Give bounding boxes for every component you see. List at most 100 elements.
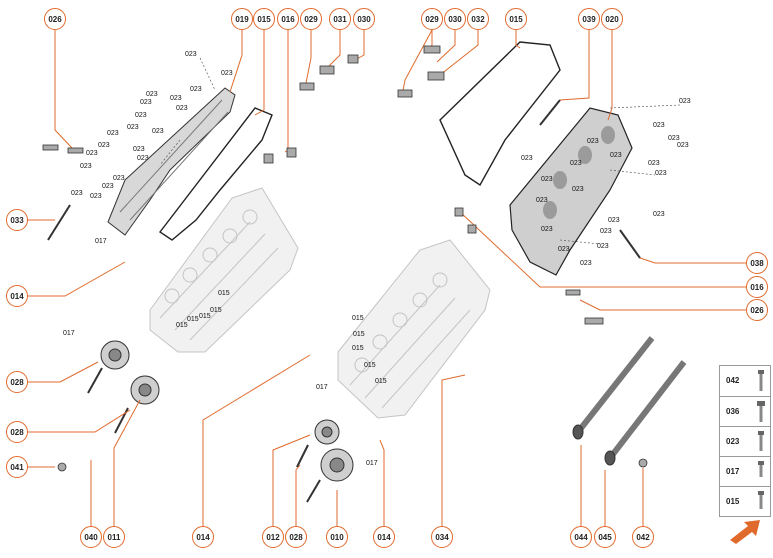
callout-030-top[interactable]: 030 <box>353 8 375 30</box>
callout-014-mid[interactable]: 014 <box>192 526 214 548</box>
callout-016-right[interactable]: 016 <box>746 276 768 298</box>
ref-label: 023 <box>541 226 553 233</box>
callout-028-b[interactable]: 028 <box>6 421 28 443</box>
cam-cover-right <box>509 107 633 276</box>
callout-014-right[interactable]: 014 <box>373 526 395 548</box>
ref-label: 015 <box>375 378 387 385</box>
ref-label: 023 <box>536 197 548 204</box>
ref-label: 015 <box>218 290 230 297</box>
ref-label: 023 <box>600 228 612 235</box>
ref-label: 015 <box>352 315 364 322</box>
ref-label: 023 <box>668 135 680 142</box>
callout-041[interactable]: 041 <box>6 456 28 478</box>
ref-label: 023 <box>541 176 553 183</box>
cylinder-head-left-ghost <box>149 187 299 353</box>
ref-label: 023 <box>610 152 622 159</box>
reference-leaders <box>159 57 681 245</box>
ref-label: 023 <box>71 190 83 197</box>
ref-label: 023 <box>86 150 98 157</box>
ref-label: 023 <box>677 142 689 149</box>
ref-label: 023 <box>176 105 188 112</box>
legend-row-017: 017 <box>720 456 770 486</box>
ref-label: 015 <box>199 313 211 320</box>
ref-label: 023 <box>133 146 145 153</box>
ref-label: 015 <box>176 322 188 329</box>
legend-code: 015 <box>726 497 740 506</box>
callout-020[interactable]: 020 <box>601 8 623 30</box>
legend-code: 023 <box>726 437 740 446</box>
legend-row-015: 015 <box>720 486 770 516</box>
camshaft-045 <box>604 360 687 466</box>
cylinder-head-right-ghost <box>337 239 491 419</box>
callout-011[interactable]: 011 <box>103 526 125 548</box>
ref-label: 023 <box>587 138 599 145</box>
ref-label: 023 <box>170 95 182 102</box>
next-page-arrow-icon[interactable] <box>728 518 764 544</box>
ref-label: 023 <box>152 128 164 135</box>
callout-039[interactable]: 039 <box>578 8 600 30</box>
callout-038[interactable]: 038 <box>746 252 768 274</box>
ref-label: 017 <box>366 460 378 467</box>
ref-label: 015 <box>210 307 222 314</box>
sprocket-group <box>100 340 354 482</box>
callout-014-left[interactable]: 014 <box>6 285 28 307</box>
bolt-icon <box>758 431 764 451</box>
callout-019[interactable]: 019 <box>231 8 253 30</box>
ref-label: 023 <box>597 243 609 250</box>
callout-042[interactable]: 042 <box>632 526 654 548</box>
ref-label: 023 <box>521 155 533 162</box>
callout-029-top[interactable]: 029 <box>300 8 322 30</box>
callout-032[interactable]: 032 <box>467 8 489 30</box>
legend-code: 036 <box>726 407 740 416</box>
callout-034[interactable]: 034 <box>431 526 453 548</box>
ref-label: 023 <box>146 91 158 98</box>
callout-012[interactable]: 012 <box>262 526 284 548</box>
callout-045[interactable]: 045 <box>594 526 616 548</box>
bolts <box>47 99 641 503</box>
ref-label: 015 <box>353 331 365 338</box>
ref-label: 023 <box>679 98 691 105</box>
callout-028-a[interactable]: 028 <box>6 371 28 393</box>
callout-026-right[interactable]: 026 <box>746 299 768 321</box>
ref-label: 023 <box>653 122 665 129</box>
ref-label: 017 <box>95 238 107 245</box>
ref-label: 017 <box>316 384 328 391</box>
callout-010[interactable]: 010 <box>326 526 348 548</box>
bolt-icon <box>757 401 765 422</box>
ref-label: 023 <box>102 183 114 190</box>
callout-044[interactable]: 044 <box>570 526 592 548</box>
ref-label: 023 <box>570 160 582 167</box>
leader-lines <box>27 29 757 537</box>
cam-cover-left <box>107 87 236 236</box>
legend-code: 042 <box>726 376 740 385</box>
callout-033[interactable]: 033 <box>6 209 28 231</box>
callout-029-right[interactable]: 029 <box>421 8 443 30</box>
callout-026-top[interactable]: 026 <box>44 8 66 30</box>
callout-028-c[interactable]: 028 <box>285 526 307 548</box>
callout-015-top[interactable]: 015 <box>253 8 275 30</box>
ref-label: 023 <box>140 99 152 106</box>
legend-row-036: 036 <box>720 396 770 426</box>
gasket-left <box>158 107 273 241</box>
ref-label: 023 <box>80 163 92 170</box>
legend-code: 017 <box>726 467 740 476</box>
ref-label: 023 <box>558 246 570 253</box>
bolt-icon <box>758 491 764 509</box>
ref-label: 023 <box>221 70 233 77</box>
ref-label: 023 <box>653 211 665 218</box>
ref-label: 015 <box>187 316 199 323</box>
ref-label: 023 <box>608 217 620 224</box>
bolt-icon <box>758 370 764 391</box>
callout-016-top[interactable]: 016 <box>277 8 299 30</box>
callout-031[interactable]: 031 <box>329 8 351 30</box>
ref-label: 023 <box>655 170 667 177</box>
ref-label: 023 <box>90 193 102 200</box>
ref-label: 023 <box>113 175 125 182</box>
camshaft-044 <box>572 336 655 440</box>
legend-row-042: 042 <box>720 366 770 396</box>
callout-030-right[interactable]: 030 <box>444 8 466 30</box>
callout-015-right[interactable]: 015 <box>505 8 527 30</box>
callout-040[interactable]: 040 <box>80 526 102 548</box>
